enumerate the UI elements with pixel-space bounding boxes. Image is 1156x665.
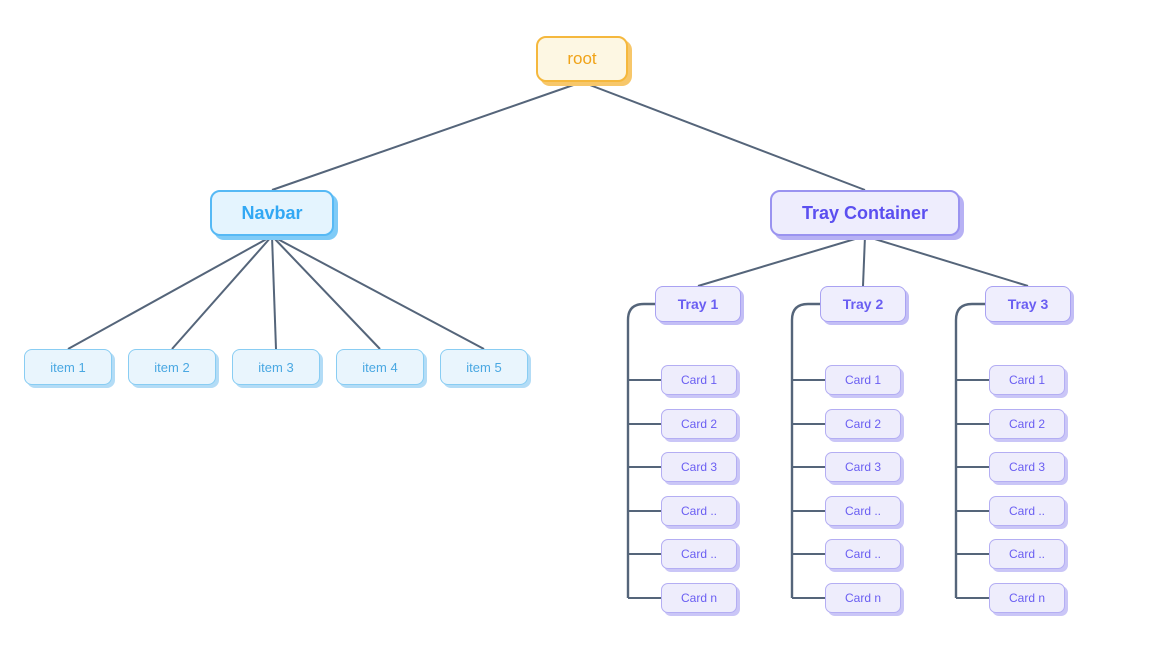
node-navbar[interactable]: Navbar: [210, 190, 334, 236]
node-tray-3-label: Tray 3: [1007, 296, 1049, 312]
node-tray-3-card-4-label: Card ..: [1008, 504, 1045, 518]
node-tray-3[interactable]: Tray 3: [985, 286, 1071, 322]
node-navbar-item-4[interactable]: item 4: [336, 349, 424, 385]
node-tray-2-card-4[interactable]: Card ..: [825, 496, 901, 526]
node-tray-1-card-5[interactable]: Card ..: [661, 539, 737, 569]
node-tray-3-card-1-label: Card 1: [1008, 373, 1046, 387]
node-navbar-item-1[interactable]: item 1: [24, 349, 112, 385]
node-tray-2-card-6-label: Card n: [844, 591, 882, 605]
node-tray-3-card-3-label: Card 3: [1008, 460, 1046, 474]
node-tray-1-card-3[interactable]: Card 3: [661, 452, 737, 482]
node-tray-2[interactable]: Tray 2: [820, 286, 906, 322]
node-navbar-item-3[interactable]: item 3: [232, 349, 320, 385]
node-tray-3-card-2[interactable]: Card 2: [989, 409, 1065, 439]
node-tray-2-card-5[interactable]: Card ..: [825, 539, 901, 569]
node-tray-1-card-1-label: Card 1: [680, 373, 718, 387]
node-navbar-item-3-label: item 3: [258, 359, 294, 375]
node-navbar-item-2[interactable]: item 2: [128, 349, 216, 385]
node-tray-2-card-2[interactable]: Card 2: [825, 409, 901, 439]
node-tray-2-card-5-label: Card ..: [844, 547, 881, 561]
node-tray-1-card-6-label: Card n: [680, 591, 718, 605]
node-tray-2-card-3-label: Card 3: [844, 460, 882, 474]
node-tray-1-card-6[interactable]: Card n: [661, 583, 737, 613]
node-tray-3-card-6-label: Card n: [1008, 591, 1046, 605]
node-navbar-item-5-label: item 5: [466, 359, 502, 375]
node-tray-3-card-1[interactable]: Card 1: [989, 365, 1065, 395]
node-tray-2-label: Tray 2: [842, 296, 884, 312]
node-tray-2-card-1-label: Card 1: [844, 373, 882, 387]
node-tray-1-card-5-label: Card ..: [680, 547, 717, 561]
node-tray-1-card-2-label: Card 2: [680, 417, 718, 431]
node-navbar-item-2-label: item 2: [154, 359, 190, 375]
node-navbar-label: Navbar: [241, 202, 303, 223]
node-tray-2-card-6[interactable]: Card n: [825, 583, 901, 613]
node-navbar-item-5[interactable]: item 5: [440, 349, 528, 385]
node-tray-3-card-5-label: Card ..: [1008, 547, 1045, 561]
node-root[interactable]: root: [536, 36, 628, 82]
node-tray-2-card-1[interactable]: Card 1: [825, 365, 901, 395]
node-tray-3-card-2-label: Card 2: [1008, 417, 1046, 431]
node-tray-1-card-3-label: Card 3: [680, 460, 718, 474]
node-navbar-item-1-label: item 1: [50, 359, 86, 375]
node-tray-3-card-6[interactable]: Card n: [989, 583, 1065, 613]
node-tray-container[interactable]: Tray Container: [770, 190, 960, 236]
node-tray-1-card-4-label: Card ..: [680, 504, 717, 518]
node-tray-3-card-4[interactable]: Card ..: [989, 496, 1065, 526]
node-tray-1-card-2[interactable]: Card 2: [661, 409, 737, 439]
node-tray-1[interactable]: Tray 1: [655, 286, 741, 322]
node-tray-2-card-4-label: Card ..: [844, 504, 881, 518]
node-navbar-item-4-label: item 4: [362, 359, 398, 375]
node-tray-1-card-1[interactable]: Card 1: [661, 365, 737, 395]
node-tray-1-card-4[interactable]: Card ..: [661, 496, 737, 526]
node-root-label: root: [567, 49, 597, 68]
node-tray-container-label: Tray Container: [801, 202, 929, 223]
node-tray-2-card-2-label: Card 2: [844, 417, 882, 431]
node-tray-2-card-3[interactable]: Card 3: [825, 452, 901, 482]
node-tray-3-card-5[interactable]: Card ..: [989, 539, 1065, 569]
node-tray-3-card-3[interactable]: Card 3: [989, 452, 1065, 482]
node-tray-1-label: Tray 1: [677, 296, 719, 312]
